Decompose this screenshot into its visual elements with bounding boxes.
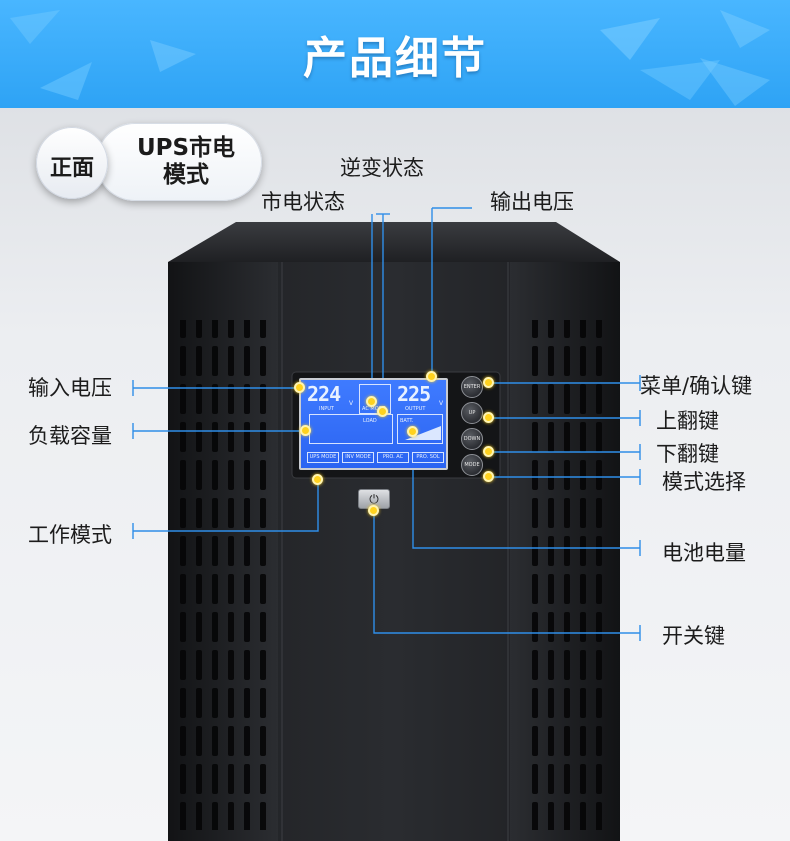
page-title: 产品细节 — [303, 33, 487, 84]
label-output-voltage: 输出电压 — [490, 190, 574, 214]
lcd-input-unit: V — [349, 400, 354, 407]
label-input-voltage: 输入电压 — [28, 376, 112, 400]
label-battery-level: 电池电量 — [662, 541, 746, 565]
lcd-output-unit: V — [439, 400, 444, 407]
lcd-ac-mode-label: AC MODE — [362, 406, 386, 412]
front-side-badge: 正面 — [36, 127, 108, 199]
callout-dot-inverter — [377, 406, 388, 417]
mode-badge: UPS市电 模式 正面 — [36, 123, 262, 203]
lcd-display: 224 V INPUT AC MODE 225 V OUTPUT LOAD BA… — [299, 378, 448, 470]
label-mode-select: 模式选择 — [662, 470, 746, 494]
label-work-mode: 工作模式 — [28, 523, 112, 547]
lcd-input-value: 224 — [307, 382, 341, 406]
front-side-label: 正面 — [49, 156, 94, 181]
lcd-load-label: LOAD — [363, 418, 377, 424]
callout-dot-up — [483, 412, 494, 423]
lcd-battery-box — [397, 414, 443, 444]
callout-dot-work-mode — [312, 474, 323, 485]
label-page-up: 上翻键 — [656, 409, 719, 433]
ups-mode-badge: UPS市电 模式 — [96, 123, 262, 201]
lcd-input-label: INPUT — [319, 406, 334, 412]
up-button[interactable]: UP — [461, 402, 483, 424]
lcd-mode-pro-ac: PRO. AC — [377, 452, 409, 463]
lcd-mode-pro-sol: PRO. SOL — [412, 452, 444, 463]
callout-dot-mains — [366, 396, 377, 407]
label-inverter-status: 逆变状态 — [340, 156, 424, 180]
badge-mode-line2: 模式 — [163, 162, 209, 188]
lcd-mode-ups: UPS MODE — [307, 452, 339, 463]
power-icon: ⏻ — [369, 492, 379, 506]
callout-dot-mode — [483, 471, 494, 482]
down-button[interactable]: DOWN — [461, 428, 483, 450]
header-decor-shards — [10, 10, 770, 106]
lcd-load-box — [309, 414, 393, 444]
lcd-output-label: OUTPUT — [405, 406, 426, 412]
callout-dot-enter — [483, 377, 494, 388]
label-load-capacity: 负载容量 — [28, 424, 112, 448]
label-page-down: 下翻键 — [656, 442, 719, 466]
header-banner: 产品细节 — [0, 0, 790, 108]
label-power-key: 开关键 — [662, 624, 725, 648]
callout-dot-down — [483, 446, 494, 457]
badge-mode-line1: UPS市电 — [136, 135, 236, 161]
callout-dot-output — [426, 371, 437, 382]
label-mains-status: 市电状态 — [261, 190, 345, 214]
mode-button[interactable]: MODE — [461, 454, 483, 476]
lcd-battery-label: BATT. — [400, 418, 414, 424]
callout-dot-input — [294, 382, 305, 393]
callout-dot-power — [368, 505, 379, 516]
lcd-output-value: 225 — [397, 382, 431, 406]
enter-button[interactable]: ENTER — [461, 376, 483, 398]
callout-dot-load — [300, 425, 311, 436]
lcd-mode-inv: INV MODE — [342, 452, 374, 463]
label-menu-confirm: 菜单/确认键 — [640, 374, 753, 398]
lcd-ac-mode-box — [359, 384, 391, 414]
callout-dot-battery — [407, 426, 418, 437]
ups-mode-badge-text: UPS市电 模式 — [116, 135, 256, 189]
